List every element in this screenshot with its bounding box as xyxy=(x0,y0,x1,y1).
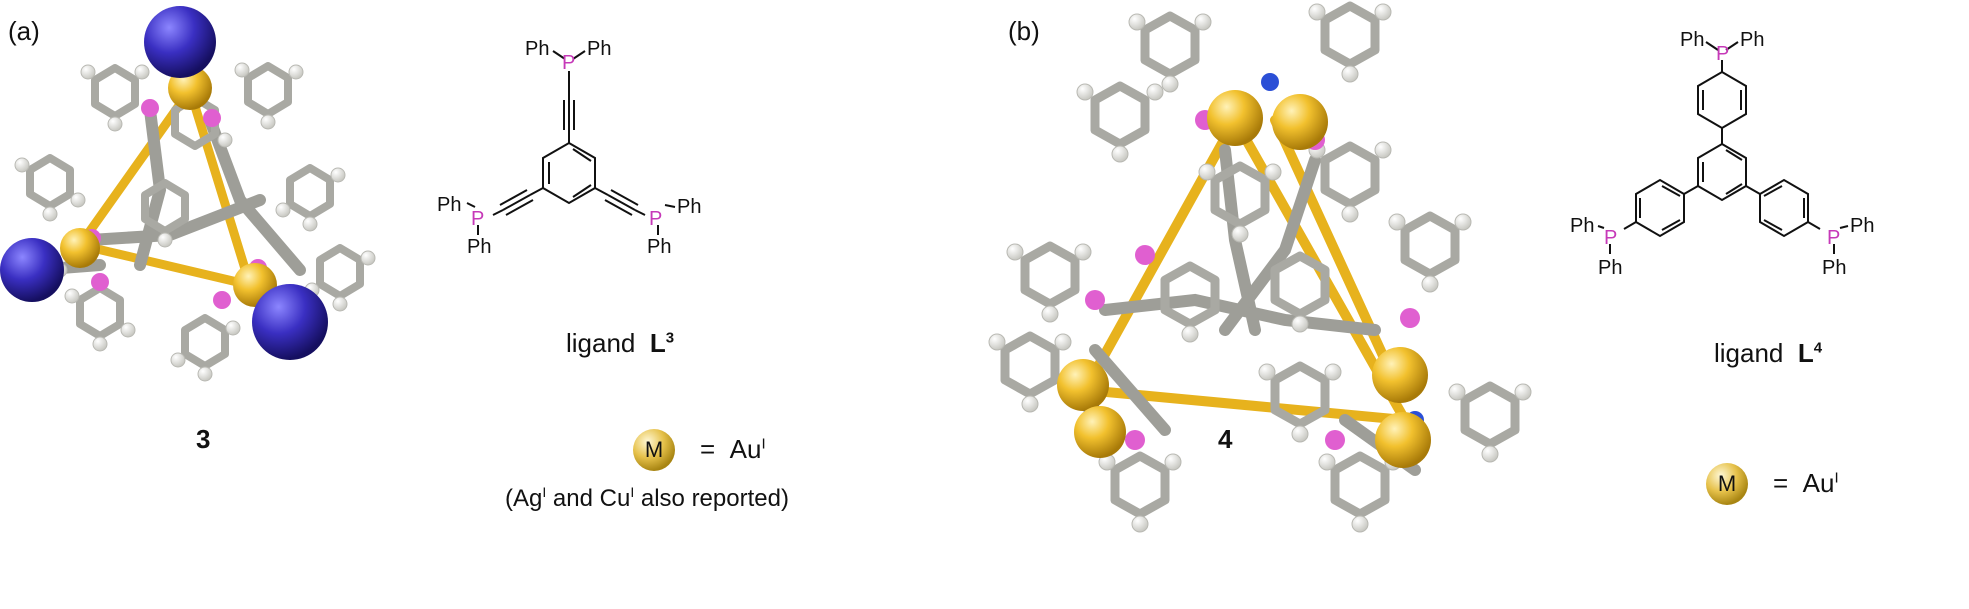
l3-right-ph-bottom: Ph xyxy=(647,236,671,258)
panel-b-label: (b) xyxy=(1008,16,1040,46)
ligand-l4-structure: Ph P Ph Ph P Ph P Ph Ph xyxy=(1570,29,1874,279)
l4-right-ph-top: Ph xyxy=(1850,215,1874,237)
l3-left-p: P xyxy=(471,208,484,230)
metal-legend-b: = AuI xyxy=(1773,468,1839,498)
compound-3-label: 3 xyxy=(196,424,211,454)
l3-right-ph-top: Ph xyxy=(677,196,701,218)
ligand-l3-caption: ligand L3 xyxy=(566,328,675,358)
l3-right-p: P xyxy=(649,208,662,230)
l4-top-ph-right: Ph xyxy=(1740,29,1764,51)
l3-left-ph-top: Ph xyxy=(437,194,461,216)
cage-3-molecular-model xyxy=(0,6,376,382)
l3-top-ph-left: Ph xyxy=(525,38,549,60)
l4-right-ph-bottom: Ph xyxy=(1822,257,1846,279)
l3-top-p: P xyxy=(562,52,575,74)
l4-top-p: P xyxy=(1716,43,1729,65)
metal-sphere-label-b: M xyxy=(1717,471,1737,496)
cage-4-molecular-model xyxy=(988,1,1532,533)
l4-left-ph-top: Ph xyxy=(1570,215,1594,237)
also-reported-note: (AgI and CuI also reported) xyxy=(505,484,789,512)
l4-top-ph-left: Ph xyxy=(1680,29,1704,51)
l4-right-p: P xyxy=(1827,227,1840,249)
ligand-l4-caption: ligand L4 xyxy=(1714,338,1823,368)
compound-4-label: 4 xyxy=(1218,424,1233,454)
l4-left-ph-bottom: Ph xyxy=(1598,257,1622,279)
panel-a-label: (a) xyxy=(8,16,40,46)
ligand-l3-structure: Ph P Ph Ph P Ph P Ph Ph xyxy=(437,38,701,258)
metal-legend-a: = AuI xyxy=(700,434,766,464)
metal-sphere-icon-b xyxy=(1706,463,1748,505)
l3-top-ph-right: Ph xyxy=(587,38,611,60)
l3-left-ph-bottom: Ph xyxy=(467,236,491,258)
l4-left-p: P xyxy=(1604,227,1617,249)
metal-sphere-label-a: M xyxy=(644,437,664,462)
metal-sphere-icon-a xyxy=(633,429,675,471)
